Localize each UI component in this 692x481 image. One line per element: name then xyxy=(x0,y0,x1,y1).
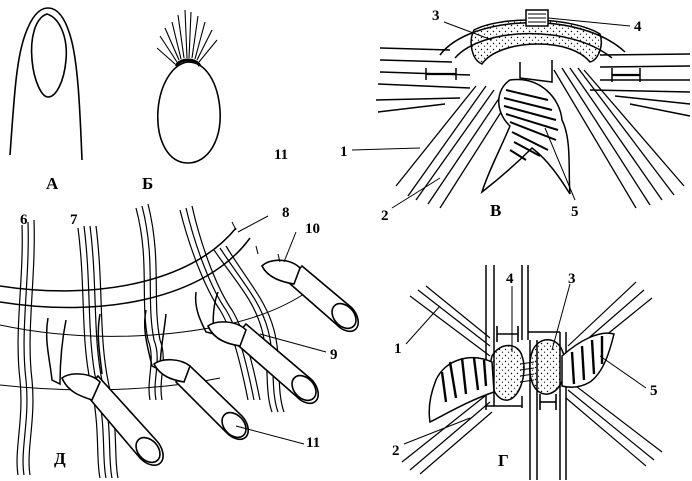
muscle-5 xyxy=(482,80,570,194)
ossicle-right xyxy=(530,340,565,394)
d-callout-9: 9 xyxy=(330,347,338,363)
h-connectors xyxy=(497,326,556,410)
d-callout-11: 11 xyxy=(306,435,320,451)
crossing-fibres xyxy=(402,282,662,474)
panel-a xyxy=(10,8,82,160)
panel-a-label: А xyxy=(46,174,59,193)
panel-g xyxy=(402,265,662,480)
d-callout-6: 6 xyxy=(20,212,28,228)
fibres-left xyxy=(396,86,510,208)
radial-canal-inner xyxy=(0,238,250,308)
g-callout-3: 3 xyxy=(568,271,576,287)
papilla-outline xyxy=(10,8,82,160)
panel-d xyxy=(0,204,361,478)
cell-body xyxy=(158,62,220,163)
v-callout-5: 5 xyxy=(571,204,579,220)
ossicle-3 xyxy=(471,20,601,64)
g-callout-4: 4 xyxy=(506,271,514,287)
membrane-right xyxy=(590,54,690,116)
g-callout-1: 1 xyxy=(394,341,402,357)
central-bracket xyxy=(520,60,552,82)
muscle-left xyxy=(429,358,494,422)
fibres-right xyxy=(554,68,684,208)
panel-v-label: В xyxy=(490,201,501,220)
tube-feet xyxy=(84,266,361,467)
panel-b xyxy=(157,10,220,163)
ossicle-left xyxy=(490,346,524,401)
v-callout-2: 2 xyxy=(381,208,389,224)
panel-g-label: Г xyxy=(498,451,509,470)
cell-cap xyxy=(176,60,200,66)
figure-number: 11 xyxy=(274,147,288,163)
papilla-inner-cell xyxy=(32,14,67,97)
g-callout-2: 2 xyxy=(392,443,400,459)
d-callout-8: 8 xyxy=(282,205,290,221)
v-callout-1: 1 xyxy=(340,144,348,160)
v-callout-3: 3 xyxy=(432,8,440,24)
v-callout-4: 4 xyxy=(634,19,642,35)
panel-v xyxy=(352,10,690,208)
d-callout-10: 10 xyxy=(305,221,320,237)
d-callout-7: 7 xyxy=(70,212,78,228)
cilia-tuft xyxy=(157,10,217,64)
panel-b-label: Б xyxy=(142,174,153,193)
membrane-left xyxy=(376,48,470,112)
g-callout-5: 5 xyxy=(650,383,658,399)
radial-canal-outer xyxy=(0,228,236,291)
panel-d-label: Д xyxy=(54,449,66,468)
